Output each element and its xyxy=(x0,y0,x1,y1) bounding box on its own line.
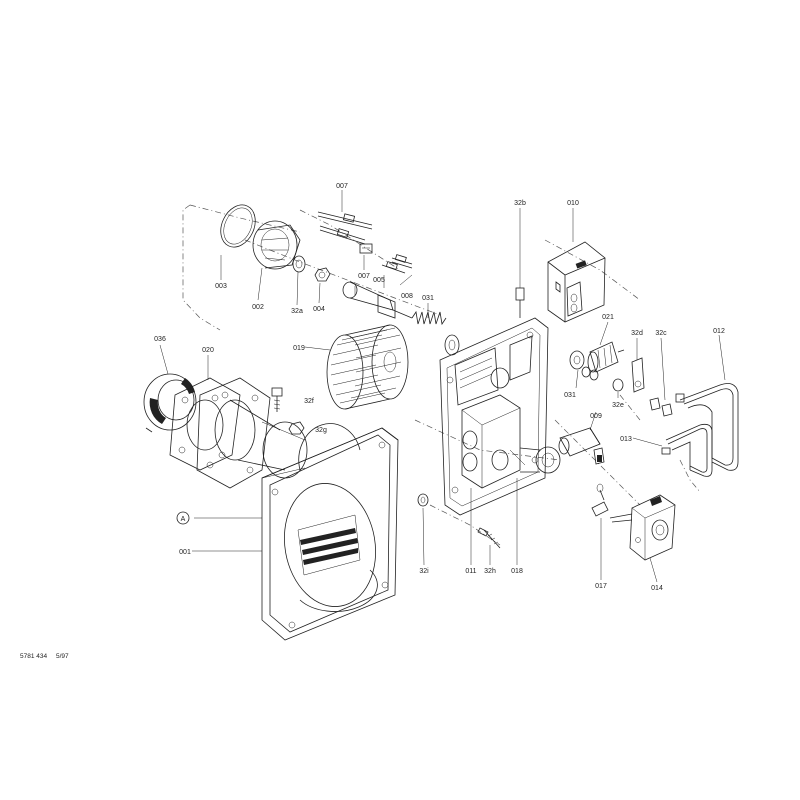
label-001: 001 xyxy=(179,549,191,556)
label-031: 031 xyxy=(422,295,434,302)
label-32f: 32f xyxy=(304,398,314,405)
grommet xyxy=(569,350,599,381)
bracket xyxy=(631,357,645,393)
spring xyxy=(411,310,447,326)
label-003: 003 xyxy=(215,283,227,290)
label-32a: 32a xyxy=(291,308,303,315)
label-021: 021 xyxy=(602,314,614,321)
label-008: 008 xyxy=(401,293,413,300)
fan-wheel xyxy=(326,324,409,410)
label-32e: 32e xyxy=(612,402,624,409)
nut xyxy=(314,267,331,282)
label-009: 009 xyxy=(590,413,602,420)
label-017: 017 xyxy=(595,583,607,590)
mounting-plate xyxy=(439,287,549,516)
label-018: 018 xyxy=(511,568,523,575)
washer xyxy=(612,378,624,392)
ignition-electrodes xyxy=(317,211,373,245)
label-005: 005 xyxy=(373,277,385,284)
oil-lines xyxy=(661,383,739,477)
oil-pump xyxy=(609,494,676,561)
label-020: 020 xyxy=(202,347,214,354)
control-box xyxy=(547,241,606,323)
nozzle-holder xyxy=(342,281,413,319)
label-002: 002 xyxy=(252,304,264,311)
ignition-cables xyxy=(381,254,413,274)
flange-gasket xyxy=(169,377,241,471)
assembly-axis-line xyxy=(619,394,641,421)
label-32c: 32c xyxy=(655,330,667,337)
label-014: 014 xyxy=(651,585,663,592)
assembly-axis-line xyxy=(554,419,641,506)
screw xyxy=(271,387,283,412)
label-007: 007 xyxy=(336,183,348,190)
assembly-axis-line xyxy=(182,204,221,331)
solenoid-valve xyxy=(558,427,605,465)
label-011: 011 xyxy=(465,568,476,575)
coupling xyxy=(509,446,561,474)
label-32g: 32g xyxy=(315,427,327,434)
retaining-ring xyxy=(220,204,256,248)
label-32i: 32i xyxy=(419,568,429,575)
washer xyxy=(417,493,429,507)
label-32b: 32b xyxy=(514,200,526,207)
reference-marker-circle xyxy=(176,511,190,525)
label-036: 036 xyxy=(154,336,166,343)
label-A: A xyxy=(181,516,186,523)
leader-lines xyxy=(159,190,726,583)
nut xyxy=(288,421,305,435)
fitting xyxy=(649,397,673,417)
label-010: 010 xyxy=(567,200,579,207)
photocell xyxy=(587,341,625,373)
motor xyxy=(461,394,521,489)
label-013: 013 xyxy=(620,436,632,443)
nozzle-fitting xyxy=(591,483,609,517)
flame-head xyxy=(252,220,301,270)
assembly-axis-line xyxy=(429,504,501,546)
assembly-axis-line xyxy=(679,459,701,493)
label-007-b: 007 xyxy=(358,273,370,280)
assembly-axis-line xyxy=(244,239,441,316)
electrode-holder xyxy=(359,243,373,254)
gasket xyxy=(444,334,460,356)
screw xyxy=(477,527,501,549)
label-012: 012 xyxy=(713,328,725,335)
assembly-axis-line xyxy=(299,209,401,271)
burner-housing xyxy=(261,423,399,641)
washer xyxy=(292,255,306,273)
label-031-b: 031 xyxy=(564,392,576,399)
document-date: 5/97 xyxy=(56,653,69,660)
label-32d: 32d xyxy=(631,330,643,337)
label-32h: 32h xyxy=(484,568,496,575)
assembly-axis-line xyxy=(189,204,301,233)
document-number: 5781 434 xyxy=(20,653,47,660)
assembly-axis-line xyxy=(544,239,641,301)
blast-tube-flange xyxy=(196,377,308,489)
label-004: 004 xyxy=(313,306,325,313)
air-inlet-cover xyxy=(143,373,197,433)
label-019: 019 xyxy=(293,345,305,352)
